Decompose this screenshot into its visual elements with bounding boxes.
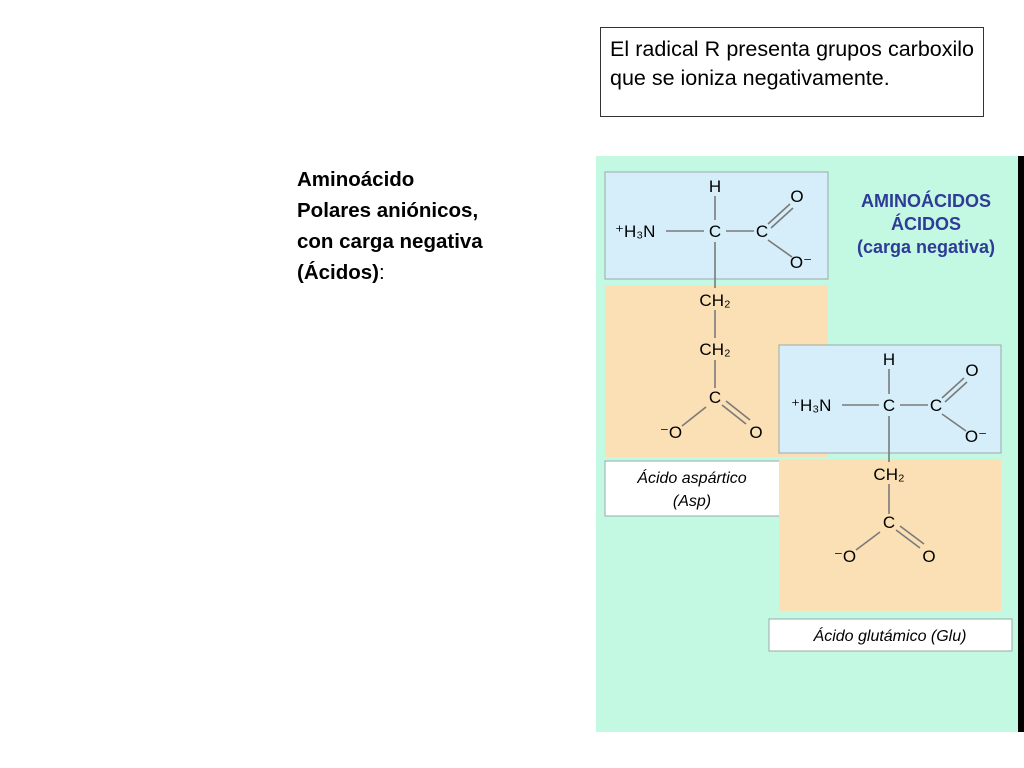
glu-bond-side-o-a	[895, 529, 921, 549]
glu-bond-c-o-b	[944, 381, 968, 403]
glu-alpha-c-label: C	[883, 396, 895, 415]
heading-colon: :	[379, 261, 385, 284]
glu-side-c-label: C	[883, 513, 895, 532]
note-box: El radical R presenta grupos carboxilo q…	[600, 27, 984, 117]
heading-line-4-text: (Ácidos)	[297, 261, 379, 284]
asp-name-label: Ácido aspártico	[636, 468, 746, 487]
asp-bond-side-o-b	[725, 400, 751, 421]
heading-line-1: Aminoácido	[297, 168, 415, 191]
heading-line-3: con carga negativa	[297, 230, 483, 253]
asp-amino-label: ⁺H₃N	[615, 222, 655, 241]
glu-bond-c-o-a	[941, 377, 965, 399]
asp-o-minus-label: O⁻	[790, 253, 812, 272]
glu-bond-side-ominus	[855, 531, 881, 551]
asp-bond-c-o-a	[767, 203, 791, 225]
glu-side-o-label: O	[922, 547, 935, 566]
asp-bond-side-o-a	[721, 404, 747, 425]
figure-right-edge	[1018, 156, 1024, 732]
glu-h-label: H	[883, 350, 895, 369]
figure-title-line-1: AMINOÁCIDOS	[861, 190, 991, 211]
glu-bond-side-o-b	[899, 525, 925, 545]
asp-bond-c-o-b	[770, 207, 794, 229]
glu-sidechain-box	[779, 459, 1001, 611]
section-heading: Aminoácido Polares aniónicos, con carga …	[297, 164, 567, 288]
asp-abbr-label: (Asp)	[673, 493, 711, 510]
glu-o-double-label: O	[965, 361, 978, 380]
amino-acid-figure: AMINOÁCIDOS ÁCIDOS (carga negativa)	[596, 156, 1024, 732]
glu-bonds	[842, 369, 968, 551]
glu-name-label: Ácido glutámico (Glu)	[813, 626, 967, 645]
asp-backbone-box	[604, 171, 829, 280]
asp-alpha-c-label: C	[709, 222, 721, 241]
note-text: El radical R presenta grupos carboxilo q…	[610, 37, 974, 90]
asp-bond-side-ominus	[681, 406, 707, 427]
asp-ch2-1-label: CH₂	[699, 291, 730, 310]
asp-side-c-label: C	[709, 388, 721, 407]
asp-o-double-label: O	[790, 187, 803, 206]
asp-side-o-minus-label: ⁻O	[660, 423, 682, 442]
glu-o-minus-label: O⁻	[965, 427, 987, 446]
glu-caption-box	[768, 618, 1013, 652]
asp-carboxyl-c-label: C	[756, 222, 768, 241]
asp-h-label: H	[709, 177, 721, 196]
heading-line-2: Polares aniónicos,	[297, 199, 479, 222]
glu-bond-c-ominus	[941, 413, 967, 432]
asp-ch2-2-label: CH₂	[699, 340, 730, 359]
glu-amino-label: ⁺H₃N	[791, 396, 831, 415]
glu-ch2-label: CH₂	[873, 465, 904, 484]
glutamic-acid-structure: H ⁺H₃N C C O O⁻ CH₂ C ⁻O O Ácido glutámi…	[768, 344, 1013, 652]
figure-title-line-2: ÁCIDOS	[891, 213, 961, 234]
asp-bonds	[666, 196, 794, 427]
figure-canvas: AMINOÁCIDOS ÁCIDOS (carga negativa)	[596, 156, 1024, 732]
figure-title-line-3: (carga negativa)	[857, 237, 995, 257]
heading-line-4: (Ácidos):	[297, 257, 567, 288]
asp-side-o-label: O	[749, 423, 762, 442]
asp-bond-c-ominus	[767, 239, 793, 258]
glu-side-o-minus-label: ⁻O	[834, 547, 856, 566]
glu-carboxyl-c-label: C	[930, 396, 942, 415]
glu-backbone-box	[778, 344, 1002, 454]
